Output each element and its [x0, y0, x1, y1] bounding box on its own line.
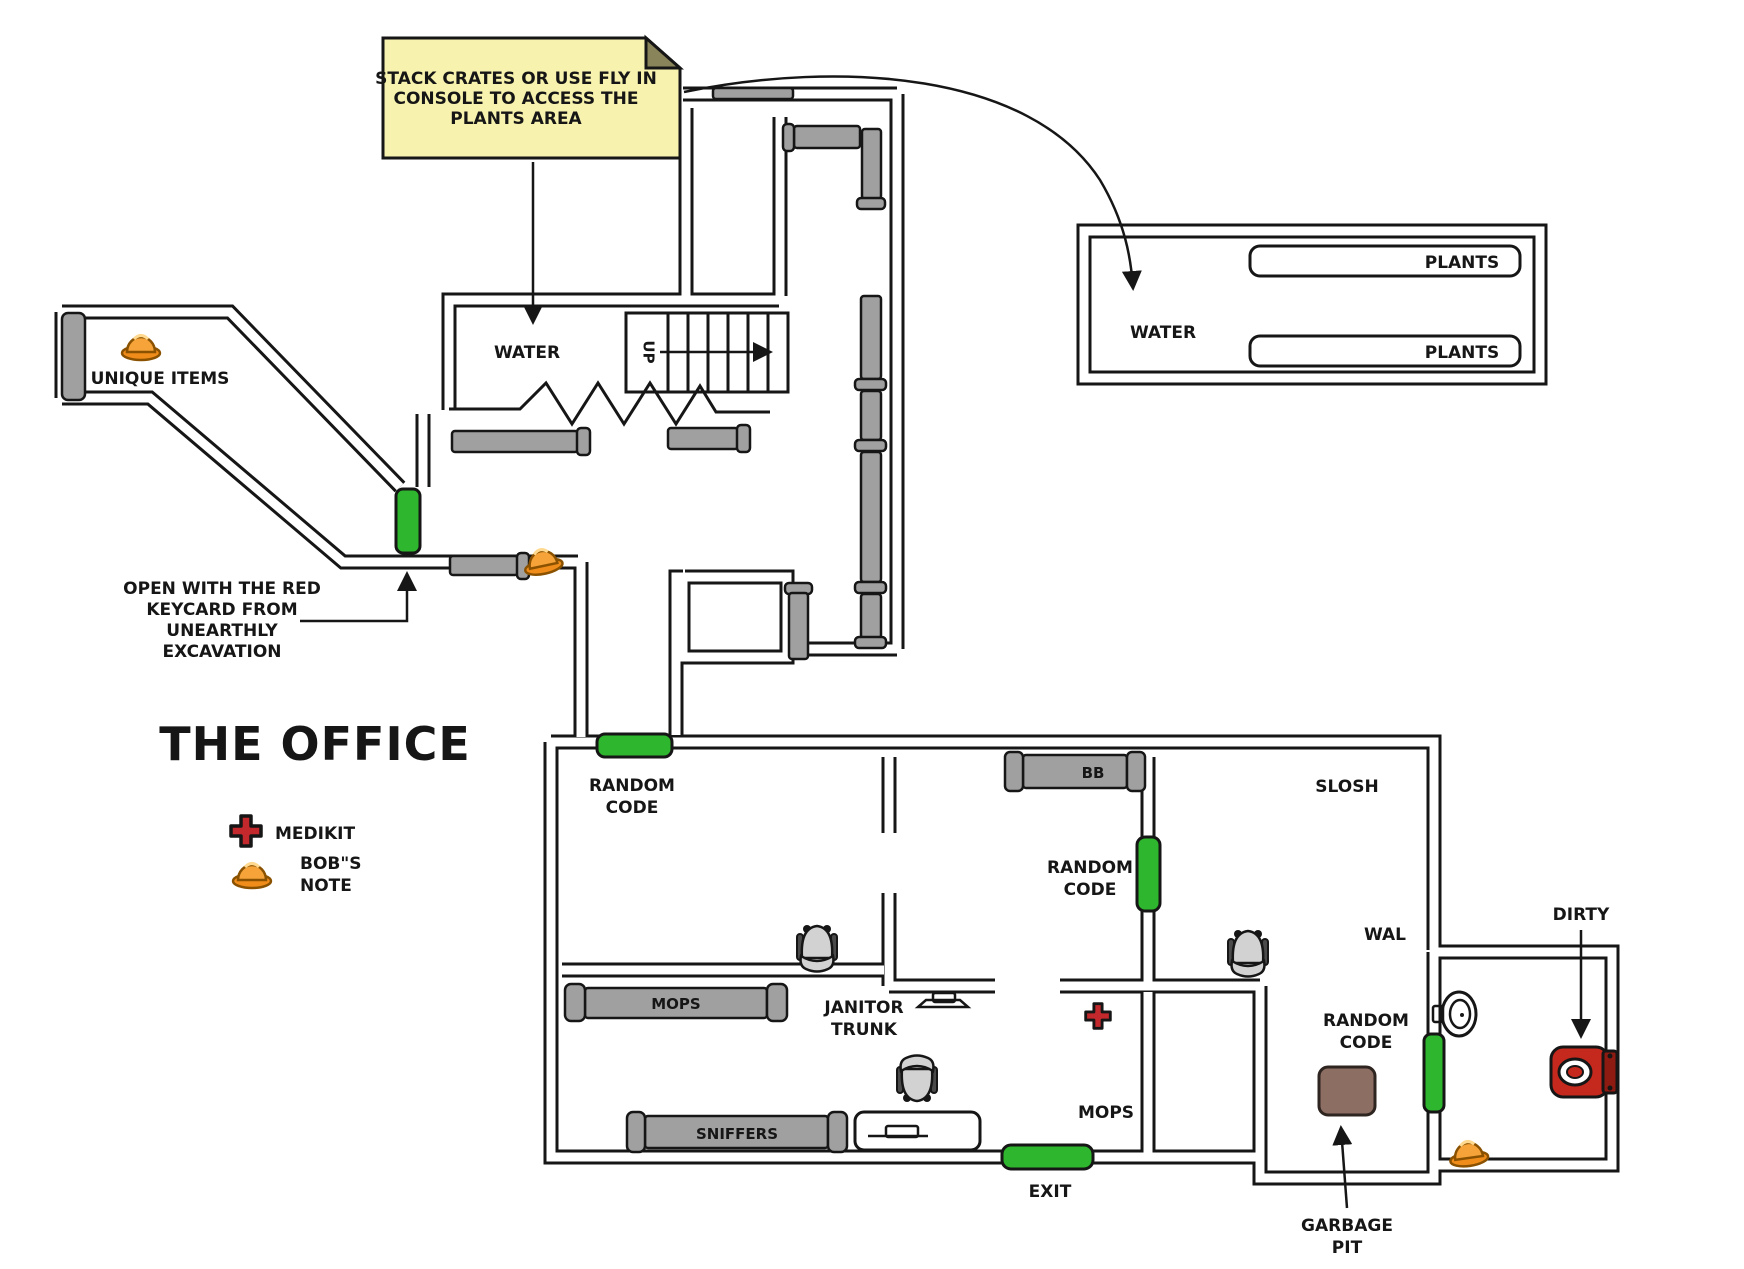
- planter-top: PLANTS: [1248, 244, 1522, 278]
- arrow-keycard-to-door: [300, 571, 417, 623]
- toilet-icon: [1549, 1045, 1619, 1099]
- keycard-line1: OPEN WITH THE RED: [123, 579, 321, 599]
- office-chair-icon: [1226, 928, 1270, 978]
- green-door-exit: [1000, 1143, 1095, 1171]
- label-water-upper: WATER: [494, 343, 560, 363]
- green-door-dirty-room: [1422, 1032, 1446, 1114]
- stairs-up-label: UP: [640, 340, 658, 363]
- sticky-note-line1: STACK CRATES OR USE FLY IN: [375, 69, 657, 89]
- planter-top-label: PLANTS: [1425, 253, 1500, 273]
- label-random-code-1a: RANDOM: [589, 776, 675, 796]
- janitor-trunk-icon: [914, 991, 972, 1009]
- keycard-line4: EXCAVATION: [162, 642, 281, 662]
- water-edge-zigzag: [449, 380, 770, 427]
- arrow-note-to-plants: [683, 75, 1142, 291]
- office-chair-icon: [895, 1054, 939, 1104]
- green-door-office-entry: [595, 732, 674, 759]
- crate-bb: BB: [1003, 750, 1147, 793]
- sticky-note-line2: CONSOLE TO ACCESS THE: [394, 89, 639, 109]
- crate: [711, 86, 795, 101]
- label-janitor-trunk-2: TRUNK: [831, 1020, 898, 1040]
- label-exit: EXIT: [1029, 1182, 1072, 1202]
- crate: [666, 423, 752, 454]
- label-random-code-1b: CODE: [606, 798, 659, 818]
- sink-icon: [1431, 990, 1478, 1038]
- bobs-note-hard-hat-icon: [120, 334, 162, 362]
- legend-medikit-label: MEDIKIT: [275, 824, 355, 844]
- planter-bottom-label: PLANTS: [1425, 343, 1500, 363]
- label-slosh: SLOSH: [1315, 777, 1378, 797]
- crate-mops: MOPS: [563, 982, 789, 1023]
- medikit-cross-icon: [1084, 1002, 1112, 1030]
- legend-bobs-note-line2: NOTE: [300, 876, 352, 896]
- crate: [448, 551, 531, 581]
- bobs-note-hard-hat-icon: [231, 862, 273, 890]
- crate-sniffers-label: SNIFFERS: [696, 1125, 778, 1143]
- green-door-keycard: [394, 487, 422, 555]
- label-random-code-2a: RANDOM: [1047, 858, 1133, 878]
- label-wal: WAL: [1364, 925, 1406, 945]
- label-random-code-2b: CODE: [1064, 880, 1117, 900]
- crate-sniffers: SNIFFERS: [625, 1110, 849, 1154]
- legend-bobs-note-line1: BOB"S: [300, 854, 361, 874]
- label-garbage-pit-2: PIT: [1332, 1238, 1363, 1258]
- medikit-cross-icon: [229, 814, 263, 848]
- label-mops-room: MOPS: [1078, 1103, 1134, 1123]
- label-garbage-pit-1: GARBAGE: [1301, 1216, 1393, 1236]
- legend: MEDIKIT BOB"S NOTE: [229, 814, 361, 896]
- stairs-up: UP: [624, 311, 790, 394]
- sticky-note-line3: PLANTS AREA: [450, 109, 582, 129]
- page-title: THE OFFICE: [159, 717, 471, 771]
- arrow-garbage-pit: [1332, 1125, 1353, 1209]
- crate: [783, 581, 814, 661]
- desk: [853, 1110, 982, 1152]
- label-dirty: DIRTY: [1553, 905, 1610, 925]
- label-random-code-3a: RANDOM: [1323, 1011, 1409, 1031]
- keycard-line3: UNEARTHLY: [166, 621, 278, 641]
- label-water-plants-room: WATER: [1130, 323, 1196, 343]
- sticky-note: STACK CRATES OR USE FLY IN CONSOLE TO AC…: [375, 34, 684, 160]
- crate-mops-label: MOPS: [651, 995, 700, 1013]
- office-chair-icon: [795, 923, 839, 973]
- crate-bb-label: BB: [1082, 764, 1105, 782]
- green-door-middle-room: [1135, 835, 1162, 913]
- crate: [450, 426, 592, 457]
- crate-stack: [853, 294, 888, 650]
- crate: [855, 127, 887, 211]
- planter-bottom: PLANTS: [1248, 334, 1522, 368]
- label-random-code-3b: CODE: [1340, 1033, 1393, 1053]
- keycard-annotation: OPEN WITH THE RED KEYCARD FROM UNEARTHLY…: [123, 579, 321, 662]
- label-janitor-trunk-1: JANITOR: [823, 998, 903, 1018]
- garbage-pit: [1317, 1065, 1377, 1117]
- keycard-line2: KEYCARD FROM: [146, 600, 297, 620]
- crate: [781, 122, 862, 153]
- crate: [60, 311, 87, 402]
- label-unique-items: UNIQUE ITEMS: [91, 369, 230, 389]
